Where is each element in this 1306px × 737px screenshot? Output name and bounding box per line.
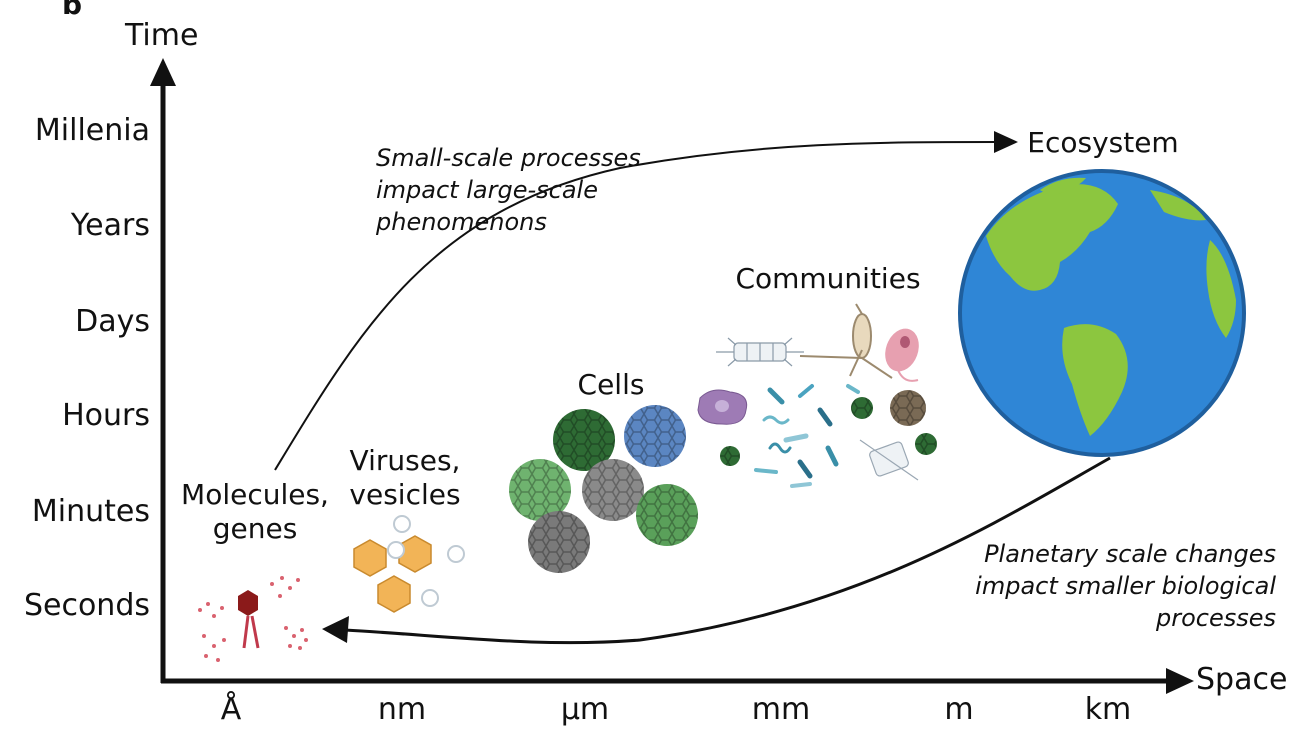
protist-icon <box>885 328 919 382</box>
panel-label: b <box>62 0 83 21</box>
virus-cluster <box>353 515 465 613</box>
earth-globe-icon <box>958 169 1246 457</box>
cells-label: Cells <box>577 368 645 401</box>
viruses-vesicles-label: Viruses, vesicles <box>330 444 480 512</box>
space-tick-m: m <box>944 692 974 727</box>
bacteria-icons <box>754 384 860 488</box>
virus-icon <box>377 575 411 613</box>
vesicle-icon <box>387 541 405 559</box>
upward-note-line2: impact large-scale <box>376 176 598 204</box>
vesicle-icon <box>393 515 411 533</box>
upward-curve-arrow <box>274 141 999 471</box>
downward-curve-arrow <box>344 456 1111 645</box>
x-axis <box>161 668 1194 694</box>
diatom-chain-icon <box>859 439 919 481</box>
upward-note: Small-scale processes impact large-scale… <box>376 142 641 238</box>
virus-icon <box>353 539 387 577</box>
x-axis-title: Space <box>1196 662 1288 697</box>
diatom-icon <box>716 337 804 367</box>
bacteriophage-icon <box>238 590 260 649</box>
space-tick-angstrom: Å <box>220 692 242 727</box>
downward-note: Planetary scale changes impact smaller b… <box>910 538 1276 634</box>
molecule-cluster <box>198 576 308 662</box>
cells-cluster <box>509 405 698 573</box>
downward-arrowhead <box>322 616 349 643</box>
upward-note-line1: Small-scale processes <box>376 144 641 172</box>
time-tick-millenia: Millenia <box>34 113 150 148</box>
molecules-label-line1: Molecules, <box>181 478 329 511</box>
molecules-label-line2: genes <box>212 512 298 545</box>
time-tick-hours: Hours <box>62 398 150 433</box>
time-tick-days: Days <box>75 304 150 339</box>
time-tick-years: Years <box>70 208 150 243</box>
viruses-label-line2: vesicles <box>349 478 461 511</box>
time-tick-seconds: Seconds <box>23 588 150 623</box>
viruses-label-line1: Viruses, <box>349 444 461 477</box>
space-tick-mm: mm <box>751 692 811 727</box>
vesicle-icon <box>447 545 465 563</box>
space-tick-um: µm <box>560 692 610 727</box>
y-axis-title: Time <box>125 18 199 53</box>
copepod-icon <box>799 303 893 379</box>
space-tick-km: km <box>1084 692 1132 727</box>
vesicle-icon <box>421 589 439 607</box>
molecules-genes-label: Molecules, genes <box>160 478 350 546</box>
downward-note-line1: Planetary scale changes <box>984 540 1276 568</box>
y-axis <box>150 58 176 683</box>
upward-arrowhead <box>994 131 1018 153</box>
space-tick-nm: nm <box>377 692 427 727</box>
downward-note-line3: processes <box>1155 604 1276 632</box>
ecosystem-label: Ecosystem <box>1027 126 1179 159</box>
time-tick-minutes: Minutes <box>31 494 150 529</box>
y-axis-arrowhead <box>150 58 176 86</box>
downward-note-line2: impact smaller biological <box>975 572 1276 600</box>
upward-note-line3: phenomenons <box>376 208 547 236</box>
communities-cluster <box>697 303 937 488</box>
communities-label: Communities <box>735 262 921 295</box>
x-axis-arrowhead <box>1166 668 1194 694</box>
